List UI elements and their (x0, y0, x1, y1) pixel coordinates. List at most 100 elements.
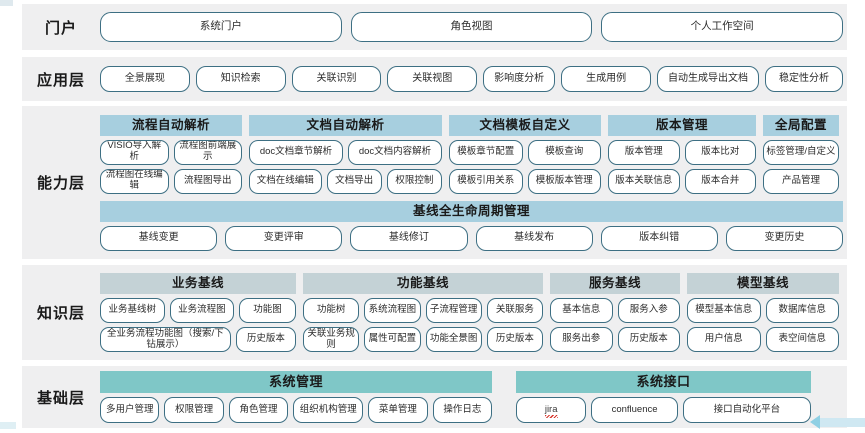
cap-item-flowchart-frontend-display[interactable]: 流程图前端展示 (173, 139, 242, 165)
group-row: 功能树 系统流程图 子流程管理 关联服务 (303, 298, 543, 323)
kn-item-related-service[interactable]: 关联服务 (486, 298, 543, 323)
cap-item-flowchart-export[interactable]: 流程图导出 (173, 168, 242, 194)
app-item-stability-analysis[interactable]: 稳定性分析 (764, 66, 843, 92)
capability-group-global-config: 全局配置 标签管理/自定义 产品管理 (763, 114, 839, 194)
layer-base: 基础层 系统管理 多用户管理 权限管理 角色管理 组织机构管理 菜单管理 操作日… (22, 366, 847, 428)
layer-application: 应用层 全景展现 知识检索 关联识别 关联视图 影响度分析 生成用例 自动生成导… (22, 57, 847, 101)
base-item-org-structure-management[interactable]: 组织机构管理 (293, 397, 364, 423)
base-item-role-management[interactable]: 角色管理 (228, 397, 289, 423)
kn-item-function-tree[interactable]: 功能树 (303, 298, 360, 323)
baseline-item-revision[interactable]: 基线修订 (350, 225, 468, 251)
group-row: 模板章节配置 模板查询 (449, 139, 601, 165)
app-item-generate-use-case[interactable]: 生成用例 (561, 66, 651, 92)
layer-knowledge: 知识层 业务基线 业务基线树 业务流程图 功能图 全业务流程功能图（搜索/下钻展… (22, 265, 847, 360)
group-row: 产品管理 (763, 168, 839, 194)
baseline-item-version-correction[interactable]: 版本纠错 (600, 225, 718, 251)
group-title-version-management: 版本管理 (608, 114, 756, 136)
portal-item-system-portal[interactable]: 系统门户 (100, 12, 342, 42)
cap-item-doc-export[interactable]: 文档导出 (326, 168, 382, 194)
group-row: VISIO导入解析 流程图前端展示 (100, 139, 242, 165)
baseline-item-release[interactable]: 基线发布 (475, 225, 593, 251)
app-item-relation-recognition[interactable]: 关联识别 (291, 66, 382, 92)
cap-item-version-compare[interactable]: 版本比对 (684, 139, 756, 165)
portal-item-role-view[interactable]: 角色视图 (350, 12, 593, 42)
layer-body-base: 系统管理 多用户管理 权限管理 角色管理 组织机构管理 菜单管理 操作日志 系统… (100, 371, 847, 423)
group-title-global-config: 全局配置 (763, 114, 839, 136)
group-title-model-baseline: 模型基线 (687, 273, 839, 294)
kn-item-business-flowchart[interactable]: 业务流程图 (169, 298, 235, 323)
cap-item-template-chapter-config[interactable]: 模板章节配置 (449, 139, 523, 165)
kn-item-service-input-param[interactable]: 服务入参 (617, 298, 680, 323)
cap-item-doc-online-edit[interactable]: 文档在线编辑 (249, 168, 322, 194)
kn-item-user-info[interactable]: 用户信息 (687, 327, 761, 352)
knowledge-group-model-baseline: 模型基线 模型基本信息 数据库信息 用户信息 表空间信息 (687, 273, 839, 352)
base-item-permission-management[interactable]: 权限管理 (164, 397, 224, 423)
base-item-operation-log[interactable]: 操作日志 (432, 397, 493, 423)
kn-item-attribute-configurable[interactable]: 属性可配置 (364, 327, 421, 352)
cap-item-permission-control[interactable]: 权限控制 (386, 168, 442, 194)
group-row: 用户信息 表空间信息 (687, 327, 839, 352)
capability-group-document-parsing: 文档自动解析 doc文档章节解析 doc文档内容解析 文档在线编辑 文档导出 权… (249, 114, 442, 194)
capability-group-version-management: 版本管理 版本管理 版本比对 版本关联信息 版本合并 (608, 114, 756, 194)
cap-item-product-manage[interactable]: 产品管理 (763, 168, 839, 194)
kn-item-related-business-rule[interactable]: 关联业务规则 (303, 327, 360, 352)
kn-item-function-panorama[interactable]: 功能全景图 (425, 327, 482, 352)
group-title-baseline-lifecycle: 基线全生命周期管理 (100, 200, 843, 222)
capability-baseline-lifecycle: 基线全生命周期管理 基线变更 变更评审 基线修订 基线发布 版本纠错 变更历史 (100, 200, 844, 251)
layer-label-capability: 能力层 (36, 175, 85, 192)
cap-item-version-relation-info[interactable]: 版本关联信息 (608, 168, 680, 194)
app-item-auto-generate-export-doc[interactable]: 自动生成导出文档 (656, 66, 759, 92)
group-row: 版本关联信息 版本合并 (608, 168, 756, 194)
cap-item-version-merge[interactable]: 版本合并 (684, 168, 756, 194)
kn-item-system-flowchart[interactable]: 系统流程图 (364, 298, 421, 323)
group-title-system-interface: 系统接口 (516, 371, 811, 393)
kn-item-history-version-service[interactable]: 历史版本 (617, 327, 680, 352)
cap-item-version-manage[interactable]: 版本管理 (608, 139, 680, 165)
portal-item-personal-workspace[interactable]: 个人工作空间 (601, 12, 844, 42)
group-title-service-baseline: 服务基线 (550, 273, 680, 294)
cap-item-template-query[interactable]: 模板查询 (527, 139, 601, 165)
baseline-item-change-review[interactable]: 变更评审 (225, 225, 343, 251)
base-group-system-management: 系统管理 多用户管理 权限管理 角色管理 组织机构管理 菜单管理 操作日志 (100, 371, 493, 423)
layer-portal: 门户 系统门户 角色视图 个人工作空间 (22, 4, 847, 50)
cap-item-flowchart-online-edit[interactable]: 流程图在线编辑 (100, 168, 169, 194)
group-title-process-parsing: 流程自动解析 (100, 114, 242, 136)
kn-item-service-output-param[interactable]: 服务出参 (550, 327, 613, 352)
base-item-interface-automation-platform[interactable]: 接口自动化平台 (682, 397, 811, 423)
kn-item-database-info[interactable]: 数据库信息 (765, 298, 839, 323)
kn-item-model-basic-info[interactable]: 模型基本信息 (687, 298, 761, 323)
app-item-panorama[interactable]: 全景展现 (100, 66, 190, 92)
baseline-item-change[interactable]: 基线变更 (100, 225, 218, 251)
edge-marker-top-left (0, 0, 13, 6)
cap-item-template-reference-relation[interactable]: 模板引用关系 (449, 168, 523, 194)
cap-item-template-version-manage[interactable]: 模板版本管理 (527, 168, 601, 194)
group-row: 基本信息 服务入参 (550, 298, 680, 323)
base-item-jira[interactable]: jira (516, 397, 587, 423)
kn-item-full-business-process-function-diagram[interactable]: 全业务流程功能图（搜索/下钻展示） (100, 327, 231, 352)
app-item-knowledge-search[interactable]: 知识检索 (195, 66, 286, 92)
knowledge-group-service-baseline: 服务基线 基本信息 服务入参 服务出参 历史版本 (550, 273, 680, 352)
kn-item-tablespace-info[interactable]: 表空间信息 (765, 327, 839, 352)
cap-item-tag-manage-custom[interactable]: 标签管理/自定义 (763, 139, 839, 165)
cap-item-doc-chapter-parse[interactable]: doc文档章节解析 (249, 139, 343, 165)
base-item-menu-management[interactable]: 菜单管理 (368, 397, 428, 423)
kn-item-subprocess-management[interactable]: 子流程管理 (425, 298, 482, 323)
group-row: 多用户管理 权限管理 角色管理 组织机构管理 菜单管理 操作日志 (100, 397, 493, 423)
group-row: doc文档章节解析 doc文档内容解析 (249, 139, 442, 165)
knowledge-groups: 业务基线 业务基线树 业务流程图 功能图 全业务流程功能图（搜索/下钻展示） 历… (100, 273, 843, 352)
app-item-impact-analysis[interactable]: 影响度分析 (483, 66, 556, 92)
kn-item-business-baseline-tree[interactable]: 业务基线树 (100, 298, 165, 323)
base-item-confluence[interactable]: confluence (591, 397, 678, 423)
cap-item-doc-content-parse[interactable]: doc文档内容解析 (348, 139, 442, 165)
baseline-item-change-history[interactable]: 变更历史 (725, 225, 844, 251)
kn-item-basic-info[interactable]: 基本信息 (550, 298, 613, 323)
kn-item-history-version-business[interactable]: 历史版本 (235, 327, 296, 352)
base-item-multi-user-management[interactable]: 多用户管理 (100, 397, 160, 423)
cap-item-visio-import-parse[interactable]: VISIO导入解析 (100, 139, 169, 165)
kn-item-function-diagram[interactable]: 功能图 (239, 298, 296, 323)
app-item-relation-view[interactable]: 关联视图 (387, 66, 478, 92)
kn-item-history-version-function[interactable]: 历史版本 (486, 327, 543, 352)
capability-groups: 流程自动解析 VISIO导入解析 流程图前端展示 流程图在线编辑 流程图导出 文… (100, 114, 843, 194)
layer-label-base: 基础层 (36, 389, 85, 407)
